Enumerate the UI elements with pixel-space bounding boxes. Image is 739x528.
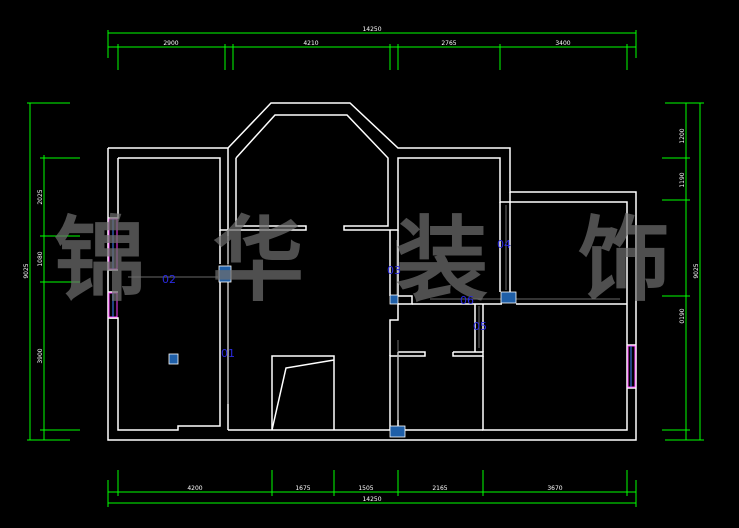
watermark-char-1: 锦 [54,206,146,314]
dim-right-2: 1190 [679,172,686,187]
dim-left-3: 3900 [37,348,44,363]
fixture-04 [500,291,517,304]
stair-line [271,359,335,431]
dim-bottom-1: 4200 [187,485,202,492]
dim-bottom-2: 1675 [295,485,310,492]
fixture-02 [218,265,232,283]
watermark: 锦 华 装 饰 [54,206,670,314]
fixture-bottom [389,425,406,438]
room-label-02: 02 [162,273,176,286]
stair-box [271,355,335,430]
room-label-05: 05 [473,320,487,333]
dim-bottom-5: 3670 [547,485,562,492]
room-labels: 01 02 03 04 05 06 [162,238,511,360]
watermark-char-4: 饰 [578,206,670,314]
dim-bottom-3: 1505 [358,485,373,492]
dim-right-3: 0190 [679,308,686,323]
guide-lines [128,205,620,420]
room-label-01: 01 [221,347,235,360]
dim-right-1: 1200 [679,128,686,143]
dimension-lines [27,30,704,507]
walls [107,102,637,441]
room-label-06: 06 [460,294,474,307]
windows [108,218,636,388]
fixture-03 [389,294,399,305]
dim-top-2: 4210 [303,40,318,47]
bay-inner [228,158,307,231]
watermark-char-3: 装 [396,206,488,314]
room-label-04: 04 [497,238,511,251]
dim-left-2: 1080 [37,251,44,266]
fixture-small [168,353,179,365]
watermark-char-2: 华 [212,206,304,314]
dim-bottom-total: 14250 [362,496,381,503]
dim-bottom-4: 2165 [432,485,447,492]
fixtures [168,265,517,438]
dim-top-3: 2765 [441,40,456,47]
dim-left-total: 9025 [23,263,30,278]
dim-top-1: 2900 [163,40,178,47]
dim-top-4: 3400 [555,40,570,47]
room-label-03: 03 [387,264,401,277]
dim-left-1: 2025 [37,189,44,204]
dim-right-total: 9025 [693,263,700,278]
dim-top-total: 14250 [362,26,381,33]
outer-wall-outer [107,102,637,441]
dimension-labels: 14250 2900 4210 2765 3400 4200 1675 1505… [23,26,700,503]
